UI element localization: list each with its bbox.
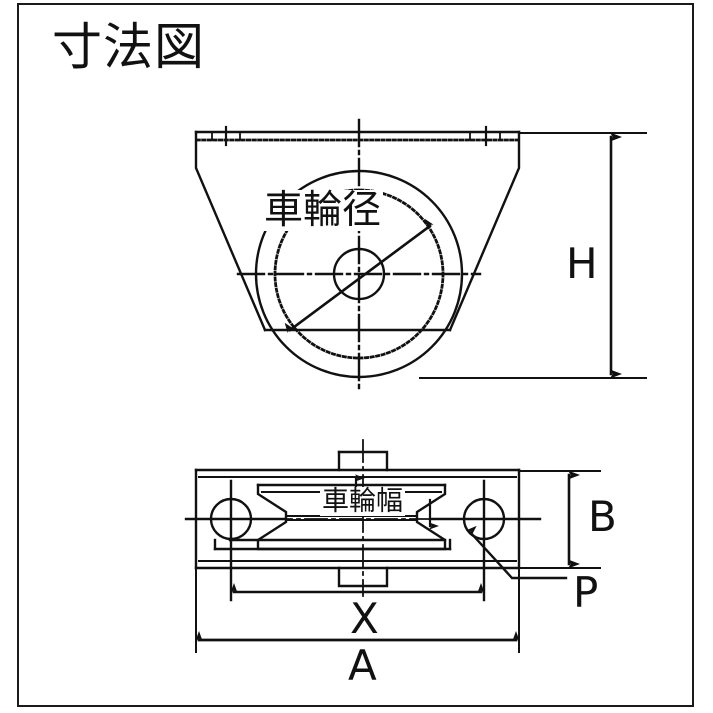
wheel-width-label: 車輪幅 bbox=[320, 486, 405, 517]
dimension-label-h: H bbox=[566, 239, 598, 288]
bracket-right-edge bbox=[448, 130, 521, 332]
dimension-label-a: A bbox=[348, 641, 377, 690]
front-elevation-view bbox=[194, 118, 647, 394]
dimension-label-b: B bbox=[588, 492, 617, 541]
plan-view bbox=[184, 439, 601, 653]
bracket-left-edge bbox=[194, 130, 267, 332]
dimension-label-p: P bbox=[573, 568, 599, 617]
dimension-label-x: X bbox=[350, 594, 379, 643]
wheel-diameter-leader bbox=[284, 218, 434, 333]
page-title: 寸法図 bbox=[52, 18, 205, 76]
axle-stub-top bbox=[337, 450, 389, 472]
wheel-diameter-label: 車輪径 bbox=[262, 188, 384, 233]
